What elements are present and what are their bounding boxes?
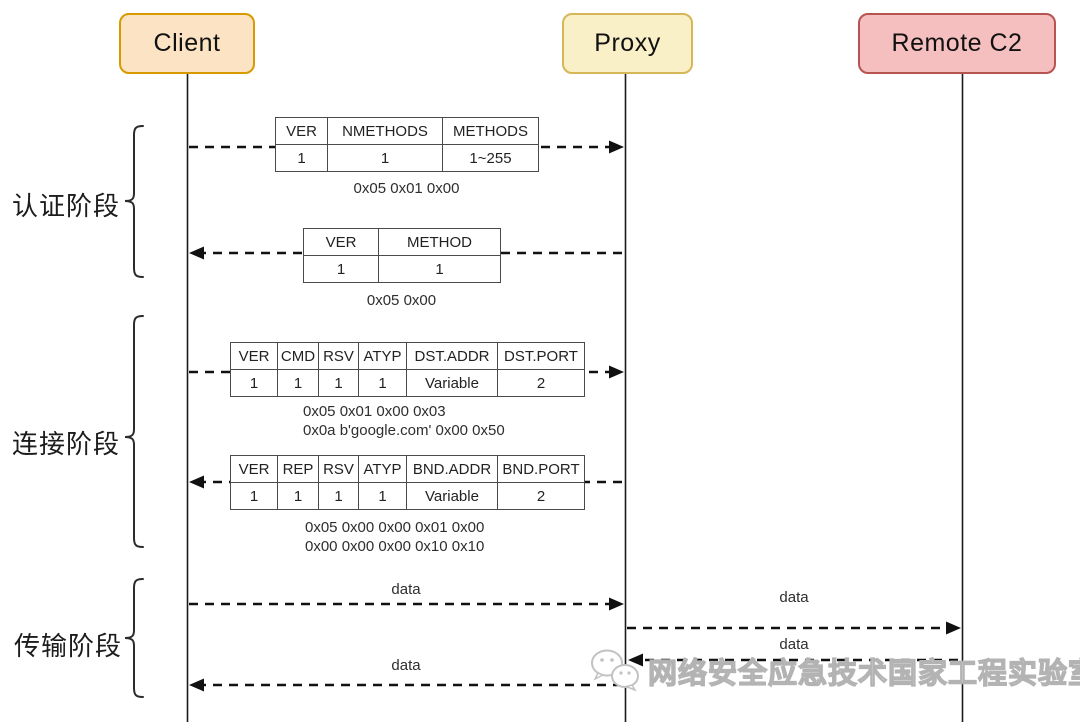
packet-value: 1 (303, 255, 379, 283)
packet-field: CMD (277, 342, 319, 370)
actor-proxy-label: Proxy (594, 29, 661, 57)
packet-value: 1 (277, 369, 319, 397)
packet-value: 1 (327, 144, 443, 172)
packet-caption-connect-request: 0x05 0x01 0x00 0x03 0x0a b'google.com' 0… (303, 403, 505, 439)
packet-value: 1~255 (442, 144, 539, 172)
packet-field: METHODS (442, 117, 539, 145)
phase-label-auth: 认证阶段 (12, 191, 121, 221)
data-label-proxy-to-client: data (391, 657, 421, 674)
packet-field: METHOD (378, 228, 501, 256)
packet-value: Variable (406, 482, 498, 510)
packet-table-auth-reply: VER METHOD 1 1 (303, 228, 501, 283)
packet-value: 1 (358, 482, 407, 510)
packet-field: DST.ADDR (406, 342, 498, 370)
packet-caption-auth-request: 0x05 0x01 0x00 (353, 180, 460, 197)
phase-label-transfer: 传输阶段 (14, 631, 123, 661)
packet-field: BND.PORT (497, 455, 585, 483)
packet-field: ATYP (358, 455, 407, 483)
arrowhead (189, 678, 204, 692)
packet-value: 1 (230, 369, 278, 397)
packet-field: VER (303, 228, 379, 256)
packet-value: 1 (230, 482, 278, 510)
arrowhead (189, 475, 204, 489)
packet-table-connect-reply: VER REP RSV ATYP BND.ADDR BND.PORT 1 1 1… (230, 455, 585, 510)
packet-field: RSV (318, 455, 359, 483)
packet-value: Variable (406, 369, 498, 397)
packet-value: 2 (497, 482, 585, 510)
packet-value: 1 (318, 369, 359, 397)
actor-remote-c2: Remote C2 (858, 13, 1056, 74)
packet-field: DST.PORT (497, 342, 585, 370)
arrowhead (609, 140, 624, 154)
packet-table-connect-request: VER CMD RSV ATYP DST.ADDR DST.PORT 1 1 1… (230, 342, 585, 397)
watermark-text: 网络安全应急技术国家工程实验室 (647, 657, 1080, 690)
packet-field: BND.ADDR (406, 455, 498, 483)
actor-client-label: Client (153, 29, 221, 57)
arrowhead (609, 597, 624, 611)
packet-field: RSV (318, 342, 359, 370)
actor-proxy: Proxy (562, 13, 693, 74)
arrowhead (946, 621, 961, 635)
packet-field: NMETHODS (327, 117, 443, 145)
auth-phase-brace (124, 125, 144, 278)
connect-phase-brace (124, 315, 144, 548)
packet-field: REP (277, 455, 319, 483)
packet-table-auth-request: VER NMETHODS METHODS 1 1 1~255 (275, 117, 539, 172)
packet-field: VER (230, 342, 278, 370)
watermark: 网络安全应急技术国家工程实验室 (588, 646, 1080, 696)
packet-value: 1 (275, 144, 328, 172)
packet-field: ATYP (358, 342, 407, 370)
packet-caption-auth-reply: 0x05 0x00 (366, 292, 437, 309)
packet-value: 1 (318, 482, 359, 510)
packet-value: 2 (497, 369, 585, 397)
packet-field: VER (230, 455, 278, 483)
actor-client: Client (119, 13, 255, 74)
arrowhead (628, 653, 643, 667)
actor-remote-c2-label: Remote C2 (891, 29, 1023, 57)
data-label-remote-to-proxy: data (779, 636, 809, 653)
packet-field: VER (275, 117, 328, 145)
data-label-client-to-proxy: data (391, 581, 421, 598)
data-label-proxy-to-remote: data (779, 589, 809, 606)
wechat-icon (591, 649, 639, 692)
phase-label-connect: 连接阶段 (12, 429, 121, 459)
arrowhead (189, 246, 204, 260)
packet-value: 1 (277, 482, 319, 510)
transfer-phase-brace (124, 578, 144, 698)
arrowhead (609, 365, 624, 379)
packet-caption-connect-reply: 0x05 0x00 0x00 0x01 0x00 0x00 0x00 0x00 … (305, 519, 485, 555)
packet-value: 1 (358, 369, 407, 397)
packet-value: 1 (378, 255, 501, 283)
